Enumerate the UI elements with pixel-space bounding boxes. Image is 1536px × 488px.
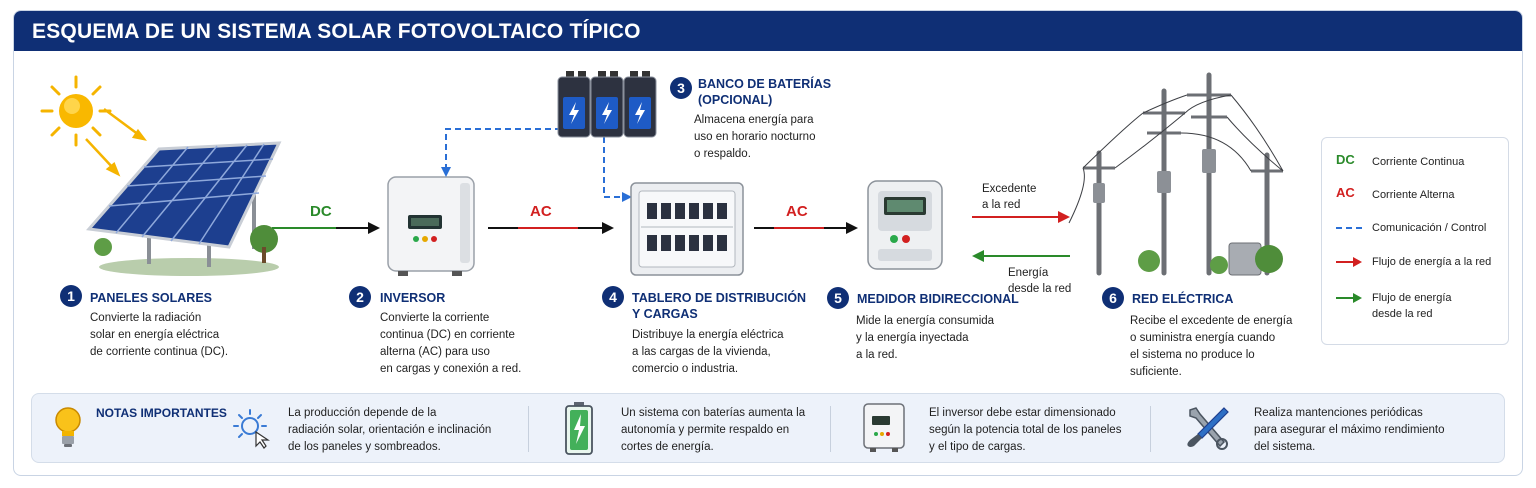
component-desc-medidor-3: a la red.	[856, 349, 898, 361]
note-2-line-2: autonomía y permite respaldo en	[621, 424, 790, 436]
red-arrow-icon	[1336, 257, 1362, 267]
tools-icon	[1187, 407, 1229, 450]
component-desc-paneles-3: de corriente continua (DC).	[90, 346, 229, 358]
sunlight-rays	[85, 107, 147, 177]
note-1-line-3: de los paneles y sombreados.	[288, 441, 441, 453]
component-desc-red-3: el sistema no produce lo	[1130, 349, 1255, 361]
ac-label-1: AC	[530, 203, 552, 220]
component-desc-tablero-1: Distribuye la energía eléctrica	[632, 329, 784, 341]
battery-icon	[565, 402, 593, 455]
legend-text-to-grid: Flujo de energía a la red	[1372, 256, 1492, 268]
component-desc-red-1: Recibe el excedente de energía	[1130, 315, 1293, 327]
legend-item-from-grid: Flujo de energía desde la red	[1336, 288, 1506, 324]
step-number-4: 4	[602, 286, 624, 308]
excedente-label-line1: Excedente	[982, 183, 1037, 195]
flow-to-grid-arrow	[972, 211, 1070, 223]
note-3-line-3: y el tipo de cargas.	[929, 441, 1026, 453]
diagram-frame: ESQUEMA DE UN SISTEMA SOLAR FOTOVOLTAICO…	[13, 10, 1523, 476]
legend: DC Corriente Continua AC Corriente Alter…	[1321, 137, 1509, 345]
note-3-line-2: según la potencia total de los paneles	[929, 424, 1122, 436]
component-desc-inversor-4: en cargas y conexión a red.	[380, 363, 522, 375]
title-bar: ESQUEMA DE UN SISTEMA SOLAR FOTOVOLTAICO…	[14, 11, 1522, 51]
component-desc-paneles-1: Convierte la radiación	[90, 312, 202, 324]
dashed-line-icon	[1336, 227, 1362, 229]
dc-flow-arrow	[272, 222, 380, 234]
component-title-inversor: INVERSOR	[380, 291, 446, 305]
notes-divider-1	[528, 406, 529, 452]
page-title: ESQUEMA DE UN SISTEMA SOLAR FOTOVOLTAICO…	[32, 20, 641, 43]
excedente-label-line2: a la red	[982, 199, 1021, 211]
component-desc-baterias-3: o respaldo.	[694, 148, 751, 160]
solar-panel-illustration	[86, 141, 282, 276]
power-grid-illustration	[1068, 72, 1284, 276]
component-desc-baterias-1: Almacena energía para	[694, 114, 814, 126]
note-4-line-1: Realiza mantenciones periódicas	[1254, 407, 1423, 419]
notes-divider-2	[830, 406, 831, 452]
component-title-red: RED ELÉCTRICA	[1132, 292, 1234, 306]
energia-label-line1: Energía	[1008, 267, 1049, 279]
ac-flow-arrow-2	[754, 222, 858, 234]
legend-item-to-grid: Flujo de energía a la red	[1336, 252, 1506, 272]
component-title-baterias-1: BANCO DE BATERÍAS	[698, 77, 832, 91]
notes-panel: NOTAS IMPORTANTES La producción depende …	[31, 393, 1505, 463]
legend-item-ac: AC Corriente Alterna	[1336, 185, 1506, 205]
component-title-paneles: PANELES SOLARES	[90, 291, 213, 305]
ac-flow-arrow-1	[488, 222, 614, 234]
legend-text-from-grid-2: desde la red	[1372, 308, 1433, 320]
component-desc-baterias-2: uso en horario nocturno	[694, 131, 816, 143]
legend-text-control: Comunicación / Control	[1372, 222, 1487, 234]
green-arrow-icon	[1336, 293, 1362, 303]
notes-divider-3	[1150, 406, 1151, 452]
step-number-1: 1	[60, 285, 82, 307]
note-2-line-1: Un sistema con baterías aumenta la	[621, 407, 806, 419]
note-4-line-3: del sistema.	[1254, 441, 1316, 453]
component-desc-tablero-3: comercio o industria.	[632, 363, 739, 375]
bidirectional-meter-illustration	[867, 180, 943, 270]
component-desc-inversor-3: alterna (AC) para uso	[380, 346, 490, 358]
legend-key-dc: DC	[1336, 152, 1355, 167]
legend-text-dc: Corriente Continua	[1372, 156, 1465, 168]
ac-label-2: AC	[786, 203, 808, 220]
component-desc-paneles-2: solar en energía eléctrica	[90, 329, 220, 341]
legend-item-control: Comunicación / Control	[1336, 218, 1506, 238]
component-desc-tablero-2: a las cargas de la vivienda,	[632, 346, 771, 358]
component-desc-inversor-2: continua (DC) en corriente	[380, 329, 515, 341]
step-number-2: 2	[349, 286, 371, 308]
component-title-tablero-1: TABLERO DE DISTRIBUCIÓN	[632, 291, 807, 305]
notes-title: NOTAS IMPORTANTES	[96, 406, 227, 420]
legend-text-from-grid-1: Flujo de energía	[1372, 292, 1452, 304]
sun-touch-icon	[233, 409, 270, 449]
flow-from-grid-arrow	[972, 250, 1070, 262]
note-1-line-2: radiación solar, orientación e inclinaci…	[288, 424, 492, 436]
note-1-line-1: La producción depende de la	[288, 407, 437, 419]
battery-bank-illustration	[557, 71, 657, 138]
legend-item-dc: DC Corriente Continua	[1336, 152, 1506, 172]
step-number-6: 6	[1102, 287, 1124, 309]
lightbulb-icon	[55, 407, 81, 447]
legend-key-ac: AC	[1336, 185, 1355, 200]
energia-label-line2: desde la red	[1008, 283, 1072, 295]
step-number-5: 5	[827, 287, 849, 309]
dc-label: DC	[310, 203, 332, 220]
note-3-line-1: El inversor debe estar dimensionado	[929, 407, 1116, 419]
legend-text-ac: Corriente Alterna	[1372, 189, 1455, 201]
component-desc-inversor-1: Convierte la corriente	[380, 312, 490, 324]
component-desc-medidor-1: Mide la energía consumida	[856, 315, 995, 327]
component-desc-red-4: suficiente.	[1130, 366, 1182, 378]
component-title-medidor: MEDIDOR BIDIRECCIONAL	[857, 292, 1019, 306]
inverter-icon	[863, 403, 905, 452]
component-desc-red-2: o suministra energía cuando	[1130, 332, 1276, 344]
inverter-illustration	[387, 176, 475, 276]
component-title-baterias-2: (OPCIONAL)	[698, 93, 773, 107]
note-2-line-3: cortes de energía.	[621, 441, 714, 453]
component-desc-medidor-2: y la energía inyectada	[856, 332, 969, 344]
component-title-tablero-2: Y CARGAS	[632, 307, 698, 321]
sun-icon	[40, 75, 112, 147]
step-number-3: 3	[670, 77, 692, 99]
distribution-board-illustration	[630, 182, 744, 276]
note-4-line-2: para asegurar el máximo rendimiento	[1254, 424, 1445, 436]
